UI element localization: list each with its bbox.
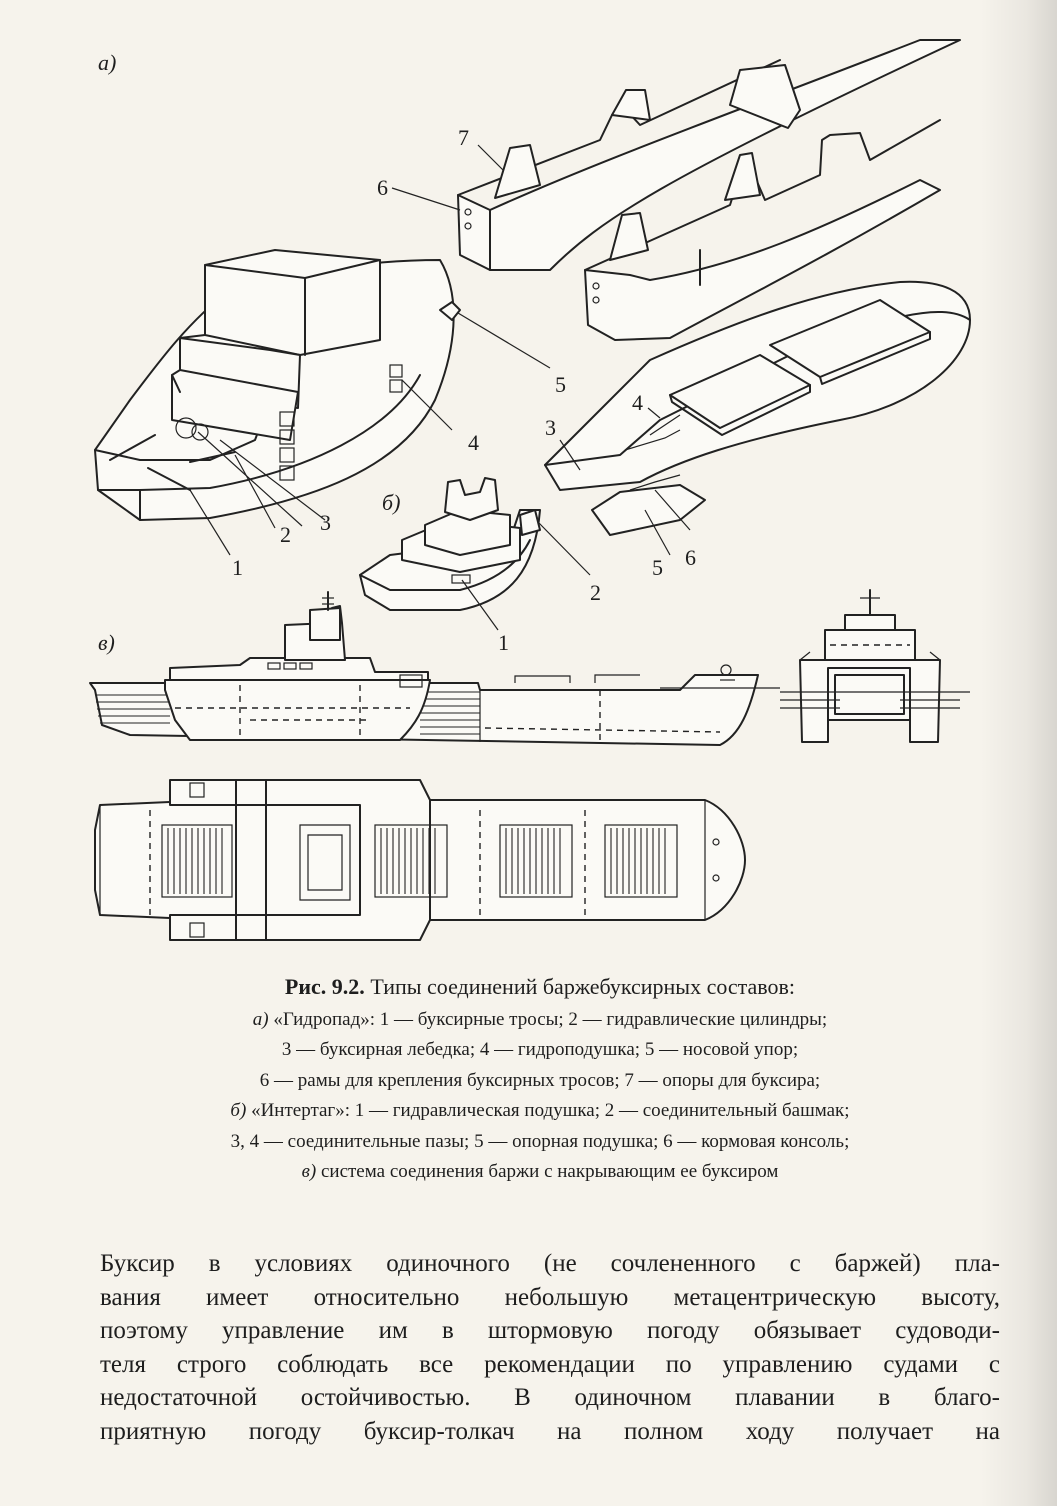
plan-view-drawing: [94, 779, 746, 941]
figure-9-2: а): [40, 20, 1000, 965]
caption-v-line1: в) система соединения баржи с накрывающи…: [80, 1157, 1000, 1188]
callout-b-right-4: 4: [632, 390, 643, 415]
barge-a-drawing: [391, 39, 961, 341]
caption-v-line1-text: система соединения баржи с накрывающим е…: [316, 1161, 779, 1182]
caption-a-line1: а) «Гидропад»: 1 — буксирные тросы; 2 — …: [80, 1005, 1000, 1036]
callout-b-right-3: 3: [545, 415, 556, 440]
end-view-drawing: [780, 589, 970, 743]
body-line-2: вания имеет относительно небольшую метац…: [100, 1283, 1000, 1311]
caption-title: Рис. 9.2. Типы соединений баржебуксирных…: [80, 972, 1000, 1003]
body-line-3: поэтому управление им в штормовую погоду…: [100, 1317, 1000, 1344]
caption-a-line3: 6 — рамы для крепления буксирных тросов;…: [259, 1069, 821, 1091]
figure-caption: Рис. 9.2. Типы соединений баржебуксирных…: [80, 972, 1000, 1188]
body-line-5: недостаточной остойчивостью. В одиночном…: [100, 1384, 1000, 1411]
figure-drawing: а): [89, 39, 971, 941]
caption-b-line1: б) «Интертаг»: 1 — гидравлическая подушк…: [80, 1096, 1000, 1127]
caption-a-mark: а): [252, 1008, 269, 1030]
callout-a-5: 5: [555, 372, 566, 397]
callout-a-4: 4: [468, 430, 479, 455]
callout-b-right-5: 5: [652, 555, 663, 580]
tug-a-drawing: [94, 249, 551, 556]
side-profile-drawing: [89, 591, 780, 746]
body-line-6: приятную погоду буксир-толкач на полном …: [100, 1417, 1000, 1445]
callout-a-1: 1: [232, 555, 243, 580]
callout-a-6: 6: [377, 175, 388, 200]
caption-b-line2: 3, 4 — соединительные пазы; 5 — опорная …: [230, 1130, 850, 1152]
caption-a-line2: 3 — буксирная лебедка; 4 — гидроподушка;…: [281, 1039, 799, 1060]
caption-fig-label: Рис. 9.2.: [284, 974, 365, 999]
callout-b-1: 1: [498, 630, 509, 655]
body-paragraph: Буксир в условиях одиночного (не сочлене…: [100, 1247, 1000, 1448]
callout-a-7: 7: [458, 125, 469, 150]
callout-b-right-6: 6: [685, 545, 696, 570]
caption-a-line1-text: «Гидропад»: 1 — буксирные тросы; 2 — гид…: [268, 1008, 828, 1030]
caption-b-mark: б): [230, 1100, 247, 1121]
caption-b-line1-text: «Интертаг»: 1 — гидравлическая подушка; …: [246, 1100, 850, 1121]
callout-a-3: 3: [320, 510, 331, 535]
panel-label-a: а): [98, 50, 116, 75]
body-line-4: теля строго соблюдать все рекомендации п…: [100, 1350, 1000, 1378]
body-line-1: Буксир в условиях одиночного (не сочлене…: [100, 1250, 1000, 1277]
callout-a-2: 2: [280, 522, 291, 547]
page-edge-shadow: [980, 0, 1057, 1506]
tug-b-drawing: [359, 477, 591, 631]
panel-label-b: б): [382, 490, 400, 515]
caption-v-mark: в): [301, 1161, 317, 1182]
barge-b-drawing: [544, 280, 971, 556]
caption-title-text: Типы соединений баржебуксирных составов:: [364, 974, 796, 999]
panel-label-v: в): [98, 630, 115, 655]
callout-b-2: 2: [590, 580, 601, 605]
